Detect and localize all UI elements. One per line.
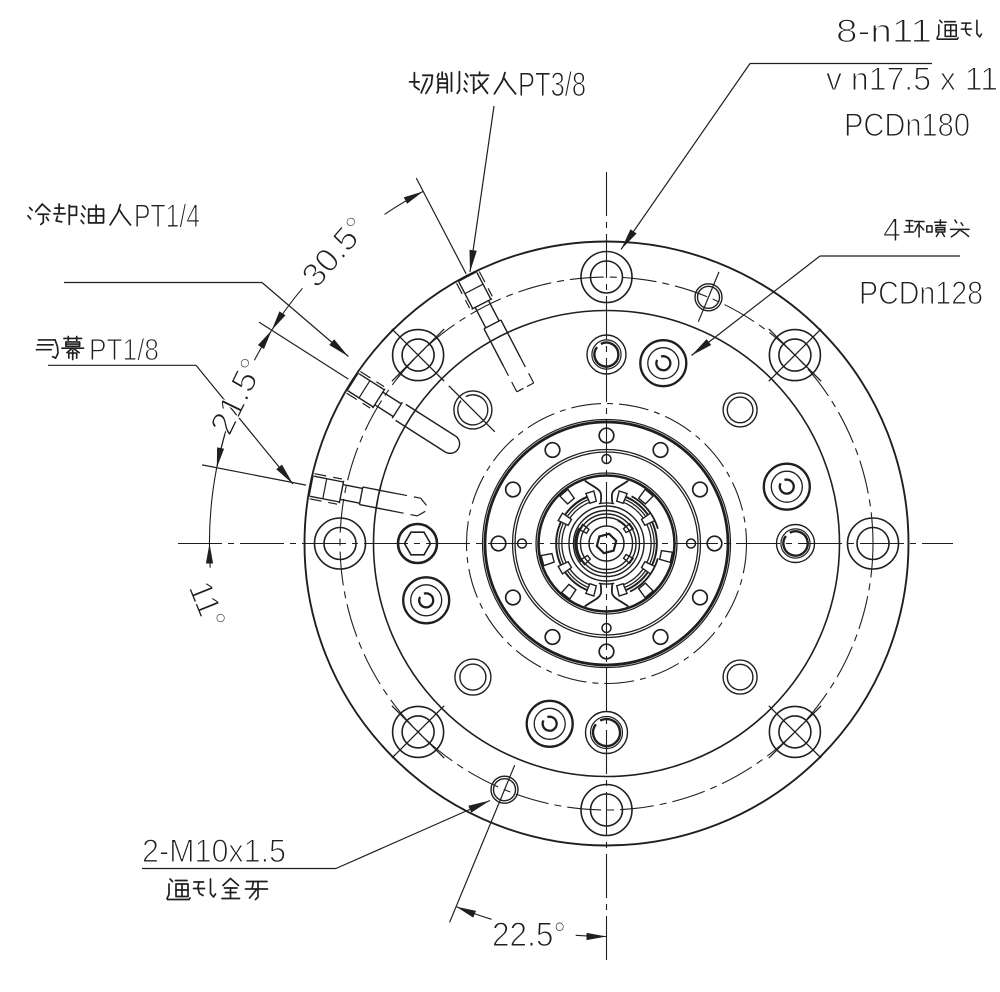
svg-text:PCDn180: PCDn180 [844, 107, 970, 143]
svg-text:PT1/8: PT1/8 [89, 332, 159, 367]
svg-text:22.5°: 22.5° [492, 916, 566, 954]
svg-text:4: 4 [883, 212, 901, 248]
svg-text:PT3/8: PT3/8 [518, 66, 586, 104]
svg-text:8-n11: 8-n11 [836, 13, 932, 49]
svg-text:v n17.5 x 11: v n17.5 x 11 [826, 61, 998, 97]
svg-text:PT1/4: PT1/4 [134, 198, 200, 234]
svg-text:2-M10x1.5: 2-M10x1.5 [142, 833, 286, 869]
svg-text:PCDn128: PCDn128 [859, 275, 983, 311]
